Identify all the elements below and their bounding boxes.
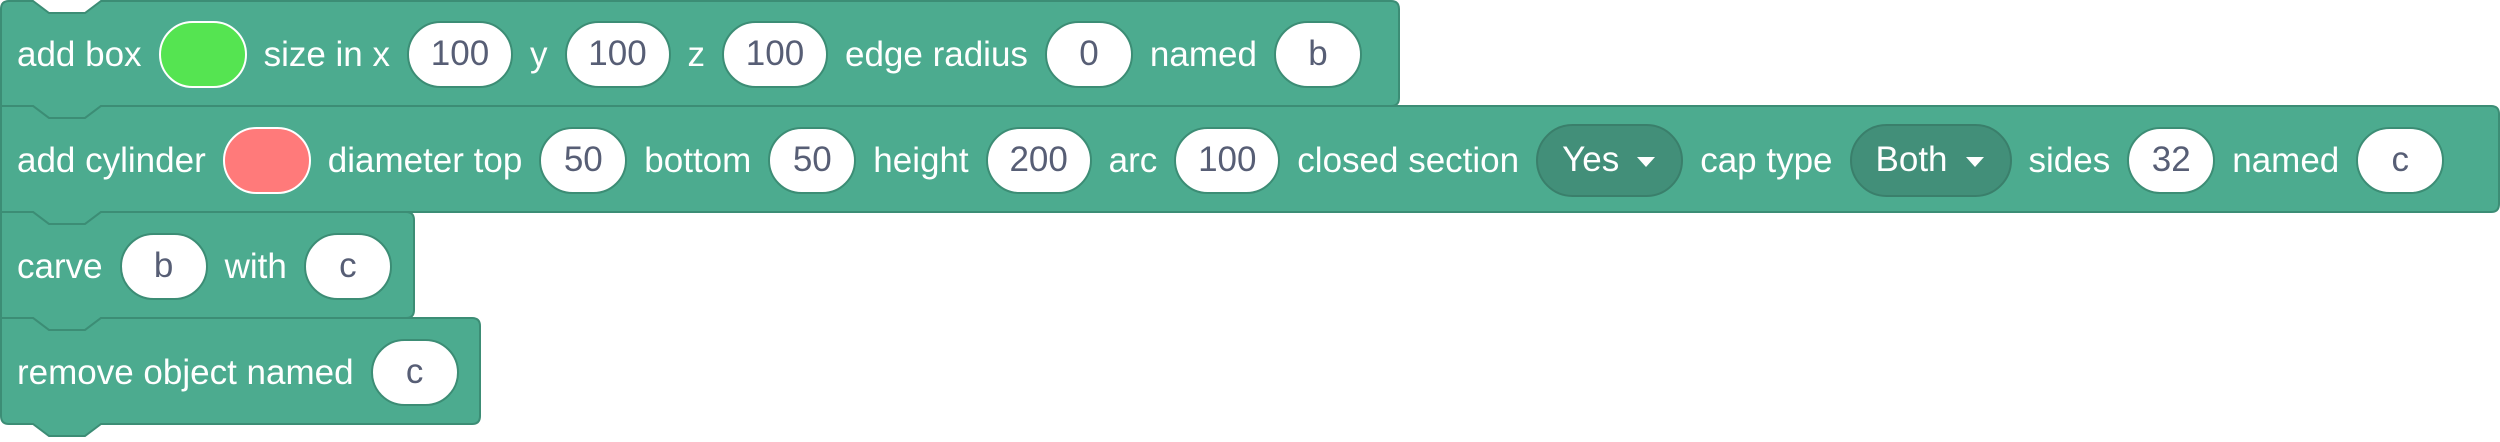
diameter-top-input[interactable]: 50: [539, 126, 628, 194]
caret-down-icon: [1965, 156, 1984, 167]
size-x-input[interactable]: 100: [407, 20, 513, 88]
cap-type-value: Both: [1875, 140, 1948, 179]
size-z-input[interactable]: 100: [722, 20, 828, 88]
edge-radius-label: edge radius: [845, 34, 1028, 74]
with-label: with: [224, 246, 287, 286]
carve-target-input[interactable]: b: [119, 232, 208, 300]
size-in-x-label: size in x: [263, 34, 390, 74]
sides-input[interactable]: 32: [2127, 126, 2216, 194]
box-named-label: named: [1149, 34, 1257, 74]
add-box-label: add box: [17, 34, 142, 74]
remove-object-block[interactable]: remove object named c: [17, 320, 459, 424]
closed-section-value: Yes: [1562, 140, 1620, 179]
size-y-input[interactable]: 100: [564, 20, 671, 88]
remove-name-input[interactable]: c: [370, 338, 459, 406]
cylinder-color-picker[interactable]: [222, 126, 311, 194]
add-cylinder-block[interactable]: add cylinder diameter top 50 bottom 50 h…: [17, 108, 2445, 212]
add-cylinder-label: add cylinder: [17, 140, 206, 180]
remove-object-block-shape[interactable]: [0, 317, 481, 437]
carve-block[interactable]: carve b with c: [17, 214, 392, 318]
bottom-input[interactable]: 50: [768, 126, 857, 194]
carve-label: carve: [17, 246, 103, 286]
cylinder-name-input[interactable]: c: [2356, 126, 2445, 194]
arc-input[interactable]: 100: [1174, 126, 1281, 194]
add-box-block[interactable]: add box size in x 100 y 100 z 100 edge r…: [17, 2, 1362, 106]
diameter-top-label: diameter top: [327, 140, 523, 180]
sides-label: sides: [2028, 140, 2111, 180]
caret-down-icon: [1637, 156, 1656, 167]
edge-radius-input[interactable]: 0: [1044, 20, 1133, 88]
height-input[interactable]: 200: [985, 126, 1092, 194]
arc-label: arc: [1108, 140, 1158, 180]
cap-type-label: cap type: [1700, 140, 1833, 180]
cylinder-named-label: named: [2232, 140, 2340, 180]
cap-type-dropdown[interactable]: Both: [1849, 123, 2012, 197]
z-label: z: [687, 34, 706, 74]
bottom-label: bottom: [644, 140, 752, 180]
remove-object-named-label: remove object named: [17, 352, 354, 392]
closed-section-label: closed section: [1297, 140, 1520, 180]
box-color-picker[interactable]: [158, 20, 247, 88]
box-name-input[interactable]: b: [1273, 20, 1362, 88]
y-label: y: [530, 34, 548, 74]
closed-section-dropdown[interactable]: Yes: [1536, 123, 1684, 197]
carve-tool-input[interactable]: c: [303, 232, 392, 300]
height-label: height: [873, 140, 969, 180]
